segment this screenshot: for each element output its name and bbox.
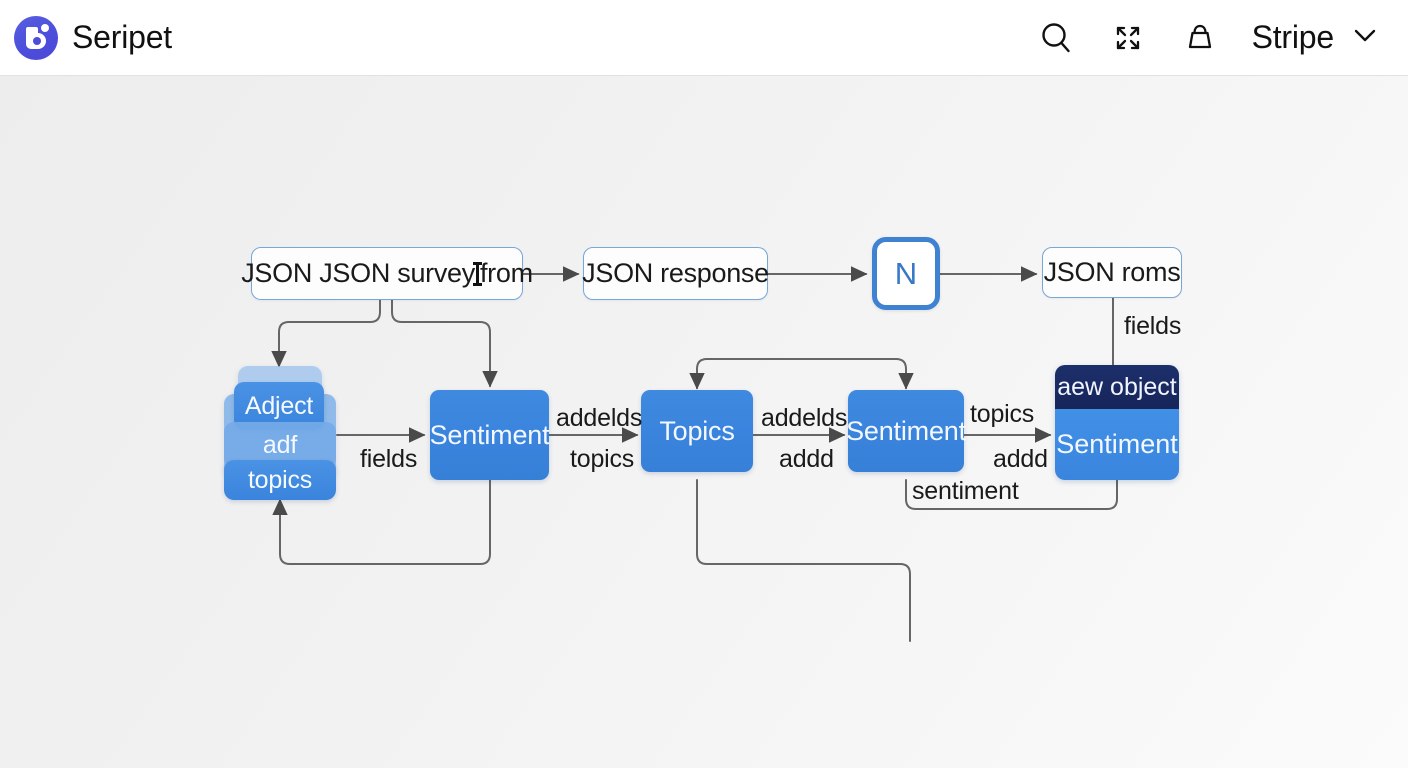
node-label: JSON roms xyxy=(1044,257,1181,288)
node-label-prefix: JSON JSON survey xyxy=(241,258,475,288)
node-sentiment-1[interactable]: Sentiment xyxy=(430,390,549,480)
chevron-down-icon xyxy=(1348,18,1382,57)
top-bar: Seripet xyxy=(0,0,1408,76)
flowchart: JSON JSON surveyfrom JSON response N JSO… xyxy=(0,76,1408,768)
top-bar-actions: Stripe xyxy=(1036,18,1382,58)
edge-top-bracket xyxy=(697,359,906,388)
edge-label-addd-1: addd xyxy=(779,445,834,474)
edge-label-addelds-1: addelds xyxy=(556,404,642,433)
edge-label-topics-1: topics xyxy=(570,445,634,474)
node-label-suffix: from xyxy=(480,258,533,288)
edge-label-fields-top: fields xyxy=(1124,312,1181,341)
node-header-label: aew object xyxy=(1057,373,1177,402)
edge-label-addd-2: addd xyxy=(993,445,1048,474)
node-label: Sentiment xyxy=(430,420,550,451)
node-label: Sentiment xyxy=(846,416,966,447)
brand-name: Seripet xyxy=(72,19,172,56)
node-n-badge[interactable]: N xyxy=(872,237,940,310)
node-json-response[interactable]: JSON response xyxy=(583,247,768,300)
stack-item-label: topics xyxy=(248,466,312,495)
edge-label-sentiment: sentiment xyxy=(912,477,1019,506)
node-body[interactable]: Sentiment xyxy=(1055,409,1179,480)
node-json-survey[interactable]: JSON JSON surveyfrom xyxy=(251,247,523,300)
stack-item-label: Adject xyxy=(245,392,313,421)
node-json-roms[interactable]: JSON roms xyxy=(1042,247,1182,298)
search-icon[interactable] xyxy=(1036,18,1076,58)
account-name: Stripe xyxy=(1252,19,1334,56)
edge-label-topics-2: topics xyxy=(970,400,1034,429)
stack-item-label: adf xyxy=(263,431,297,460)
node-label: JSON response xyxy=(582,258,769,289)
node-stack-group[interactable]: Adject adf topics xyxy=(222,366,342,500)
diagram-canvas[interactable]: JSON JSON surveyfrom JSON response N JSO… xyxy=(0,76,1408,768)
edge-label-addelds-2: addelds xyxy=(761,404,847,433)
node-topics[interactable]: Topics xyxy=(641,390,753,472)
expand-arrows-icon[interactable] xyxy=(1108,18,1148,58)
node-label: N xyxy=(895,256,917,292)
edge-topics-bottom-loop xyxy=(697,480,910,641)
text-caret-icon xyxy=(476,262,479,286)
node-sentiment-2[interactable]: Sentiment xyxy=(848,390,964,472)
node-header: aew object xyxy=(1055,365,1179,409)
bag-icon[interactable] xyxy=(1180,18,1220,58)
seripet-logo-icon xyxy=(14,16,58,60)
node-aew-object[interactable]: aew object Sentiment xyxy=(1055,365,1179,480)
node-label: JSON JSON surveyfrom xyxy=(241,258,533,289)
stack-item-topics[interactable]: topics xyxy=(224,460,336,500)
account-menu[interactable]: Stripe xyxy=(1252,18,1382,57)
node-label: Topics xyxy=(659,416,734,447)
brand[interactable]: Seripet xyxy=(14,16,172,60)
edge-survey-sentiment1 xyxy=(392,298,490,386)
edge-survey-stack xyxy=(279,298,380,366)
node-body-label: Sentiment xyxy=(1056,429,1178,460)
edge-label-fields-left: fields xyxy=(360,445,417,474)
